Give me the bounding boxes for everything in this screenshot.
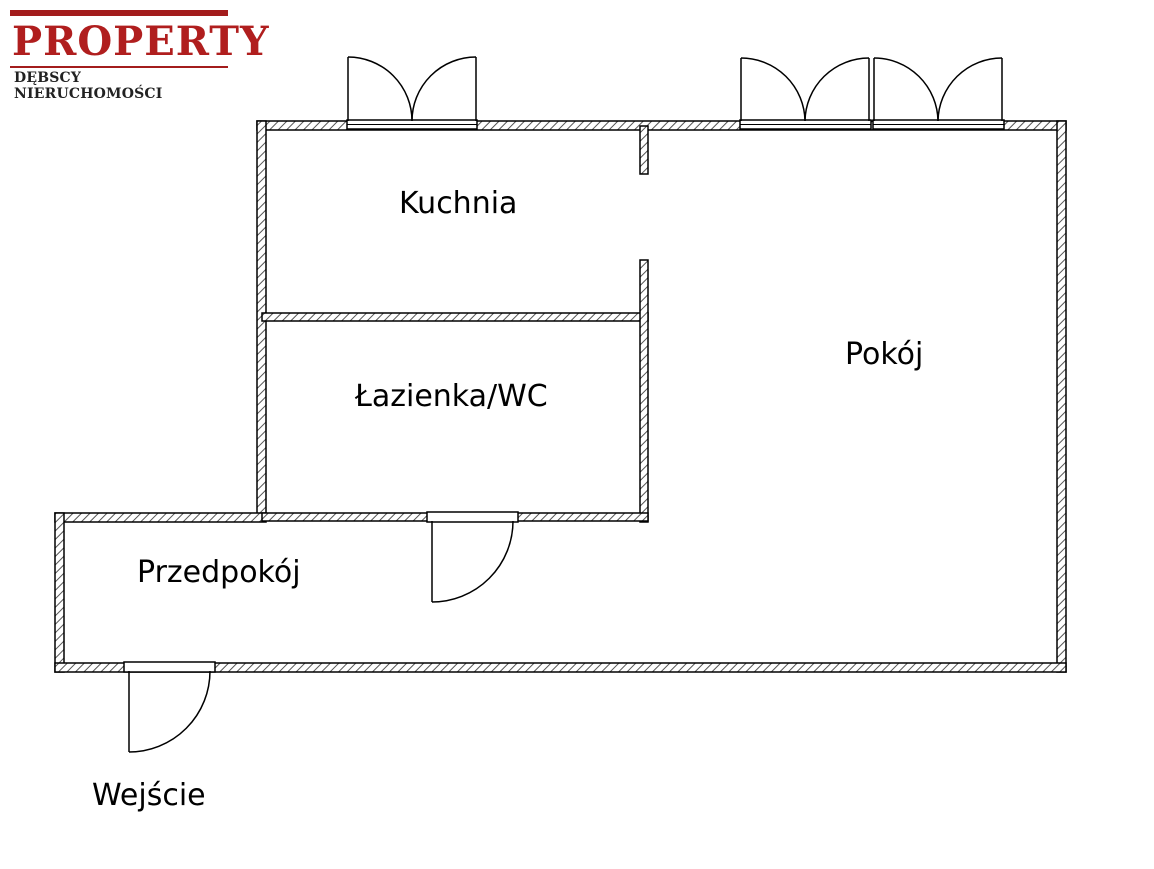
logo-divider	[10, 66, 228, 68]
logo-top-bar	[10, 10, 228, 16]
entrance-door	[128, 670, 211, 753]
room-window-left	[740, 57, 870, 122]
logo-subtitle: DĘBSCY NIERUCHOMOŚCI	[14, 70, 163, 102]
logo-name: PROPERTY	[12, 18, 270, 65]
bathroom-label: Łazienka/WC	[355, 379, 548, 414]
entrance-label: Wejście	[92, 778, 206, 813]
kitchen-label: Kuchnia	[399, 186, 518, 221]
kitchen-window	[347, 56, 477, 122]
room-window-right	[873, 57, 1003, 122]
company-logo: PROPERTY DĘBSCY NIERUCHOMOŚCI	[10, 10, 269, 102]
hallway-label: Przedpokój	[137, 555, 301, 590]
bathroom-door	[431, 520, 514, 603]
living-room-label: Pokój	[845, 337, 924, 372]
